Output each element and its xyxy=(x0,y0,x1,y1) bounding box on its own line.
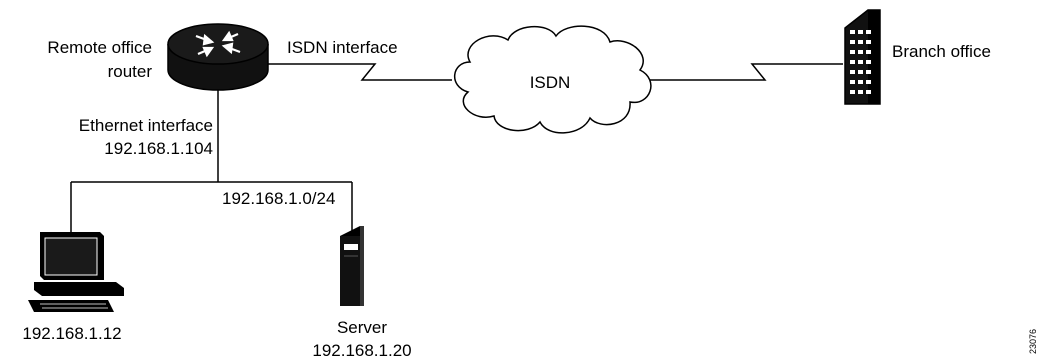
server-label: Server xyxy=(337,318,387,337)
server-icon xyxy=(340,226,364,306)
ethernet-interface-label: Ethernet interface xyxy=(79,116,213,135)
connections xyxy=(70,63,843,232)
isdn-link-left xyxy=(268,63,452,81)
isdn-interface-label: ISDN interface xyxy=(287,38,398,57)
server-ip-label: 192.168.1.20 xyxy=(312,341,411,360)
figure-id: 23076 xyxy=(1028,329,1038,354)
cloud-icon xyxy=(454,25,652,134)
building-icon xyxy=(844,9,881,105)
workstation-icon xyxy=(28,232,124,312)
ethernet-interface-ip: 192.168.1.104 xyxy=(104,139,213,158)
subnet-label: 192.168.1.0/24 xyxy=(222,189,335,208)
isdn-link-right xyxy=(648,63,843,81)
router-icon xyxy=(167,23,269,91)
cloud-label: ISDN xyxy=(530,73,571,92)
workstation-ip-label: 192.168.1.12 xyxy=(22,324,121,343)
branch-office-label: Branch office xyxy=(892,42,991,61)
router-label-line2: router xyxy=(108,62,153,81)
router-label-line1: Remote office xyxy=(47,38,152,57)
